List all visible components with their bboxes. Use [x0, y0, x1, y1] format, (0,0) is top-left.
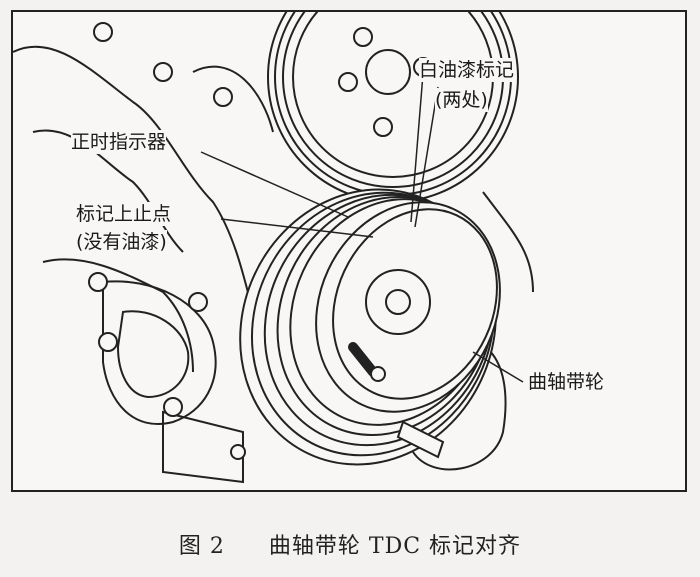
- tdc-mark-label: 标记上止点: [76, 202, 172, 226]
- figure-frame: 白油漆标记 (两处) 正时指示器 标记上止点 (没有油漆) 曲轴带轮: [11, 10, 687, 492]
- crank-pulley-label: 曲轴带轮: [528, 370, 605, 394]
- figure-caption: 图 2 曲轴带轮 TDC 标记对齐: [0, 528, 700, 560]
- timing-indicator-label: 正时指示器: [71, 130, 167, 154]
- engine-line-drawing: [13, 12, 534, 484]
- crankshaft-pulley: [239, 188, 501, 466]
- figure-title: 曲轴带轮 TDC 标记对齐: [268, 534, 522, 559]
- engine-block-outline: [13, 45, 534, 484]
- white-paint-mark-label: 白油漆标记: [419, 58, 515, 82]
- figure-number: 图 2: [178, 534, 225, 559]
- white-paint-mark-note: (两处): [435, 88, 488, 112]
- bolts: [88, 22, 246, 460]
- tdc-mark-note: (没有油漆): [76, 230, 167, 254]
- leader-lines: [200, 73, 524, 383]
